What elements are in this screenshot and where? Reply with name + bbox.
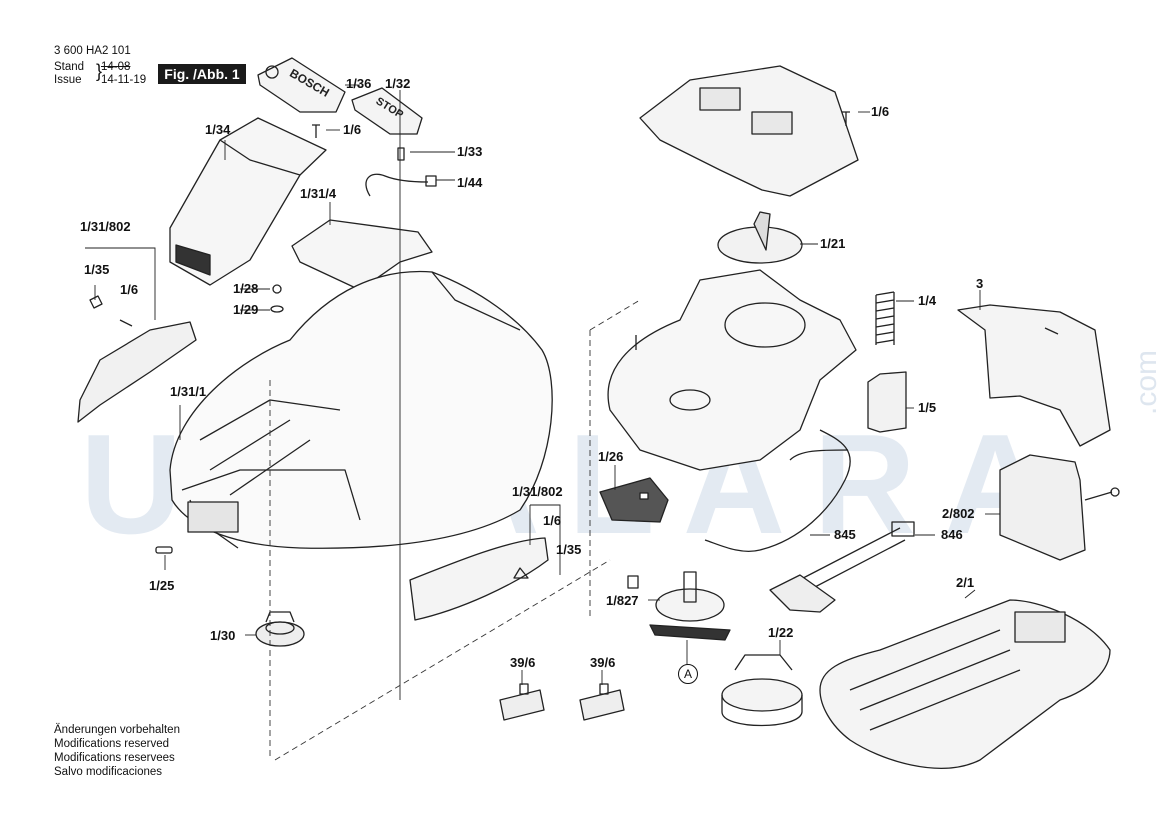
front-bumper-part — [409, 537, 549, 621]
callout-1-25: 1/25 — [149, 578, 175, 593]
callout-39-6-b: 39/6 — [590, 655, 616, 670]
callout-1-4: 1/4 — [918, 293, 937, 308]
foot-part — [255, 611, 305, 647]
callout-1-36: 1/36 — [346, 76, 372, 91]
motor-plate-part — [627, 571, 731, 641]
callout-1-827: 1/827 — [606, 593, 639, 608]
chassis-part — [607, 269, 857, 471]
detail-marker-a: A — [678, 664, 698, 684]
screw-right-part — [842, 111, 850, 126]
sensor-box-part — [599, 477, 669, 523]
stop-key-part: STOP — [351, 87, 423, 135]
callout-1-33: 1/33 — [457, 144, 483, 159]
callout-845: 845 — [834, 527, 856, 542]
flap-part — [291, 219, 433, 291]
callout-39-6-a: 39/6 — [510, 655, 536, 670]
callout-1-22: 1/22 — [768, 625, 794, 640]
callout-1-35-left: 1/35 — [84, 262, 110, 277]
left-bumper-part — [77, 321, 197, 423]
cable-845-part — [704, 429, 851, 552]
spring-part — [875, 291, 895, 345]
callout-1-44: 1/44 — [457, 175, 483, 190]
callout-1-5: 1/5 — [918, 400, 937, 415]
note-es: Salvo modificaciones — [54, 766, 163, 778]
figure-label: Fig. /Abb. 1 — [158, 64, 246, 84]
callout-1-6-right: 1/6 — [871, 104, 890, 119]
height-dial-part — [717, 211, 803, 264]
base-plate-part — [819, 599, 1111, 769]
callout-2-1: 2/1 — [956, 575, 975, 590]
callout-1-31-4: 1/31/4 — [300, 186, 337, 201]
issue-date: 14-11-19 — [101, 74, 147, 86]
callout-1-26: 1/26 — [598, 449, 624, 464]
screw-left-part — [119, 319, 133, 327]
callout-1-6-top: 1/6 — [343, 122, 362, 137]
callout-1-34: 1/34 — [205, 122, 231, 137]
callout-1-6-mid: 1/6 — [543, 513, 562, 528]
holder-part — [867, 371, 907, 433]
clip-part — [89, 295, 103, 309]
warning-triangle — [513, 567, 529, 579]
charging-contact-part — [999, 454, 1120, 561]
cable-846-part — [769, 521, 915, 613]
callout-1-6-left: 1/6 — [120, 282, 139, 297]
note-fr: Modifications reservees — [54, 752, 175, 764]
callout-1-31-802-left: 1/31/802 — [80, 219, 131, 234]
modification-notes: Änderungen vorbehalten Modifications res… — [54, 723, 180, 779]
washer-part — [270, 305, 284, 313]
callout-1-21: 1/21 — [820, 236, 846, 251]
doc-number: 3 600 HA2 101 — [54, 45, 131, 57]
issue-label: Issue — [54, 74, 82, 86]
cable-part — [365, 173, 429, 197]
top-housing-part — [639, 65, 859, 197]
logo-cover-part: BOSCH — [257, 57, 346, 113]
callout-1-29: 1/29 — [233, 302, 259, 317]
connector-part — [425, 175, 437, 187]
pin-part — [397, 147, 405, 161]
callout-1-35-right: 1/35 — [556, 542, 582, 557]
callout-1-28: 1/28 — [233, 281, 259, 296]
callout-1-31-802-right: 1/31/802 — [512, 484, 563, 499]
leader-lines — [85, 84, 1000, 700]
connector-a-part — [499, 683, 545, 721]
display-cover-part — [169, 117, 327, 286]
connector-b-part — [579, 683, 625, 721]
callout-1-31-1: 1/31/1 — [170, 384, 207, 399]
document-header: 3 600 HA2 101 Stand }14-08 Issue 14-11-19 — [54, 45, 146, 87]
callout-2-802: 2/802 — [942, 506, 975, 521]
callout-1-30: 1/30 — [210, 628, 236, 643]
cable-845-branch — [789, 449, 849, 461]
old-date: 14-08 — [101, 61, 131, 73]
brace-glyph: } — [96, 61, 103, 81]
rear-cover-part — [957, 304, 1111, 447]
screw-part — [312, 124, 320, 138]
stand-label: Stand — [54, 61, 85, 73]
note-en: Modifications reserved — [54, 738, 170, 750]
callout-3: 3 — [976, 276, 984, 291]
assembly-dashed-lines — [269, 299, 641, 761]
note-de: Änderungen vorbehalten — [54, 724, 180, 736]
motor-part — [721, 654, 803, 727]
pin-1-25-part — [155, 546, 173, 554]
main-shell-part — [169, 270, 553, 549]
nut-part — [272, 284, 282, 294]
callout-846: 846 — [941, 527, 963, 542]
callout-1-32: 1/32 — [385, 76, 411, 91]
